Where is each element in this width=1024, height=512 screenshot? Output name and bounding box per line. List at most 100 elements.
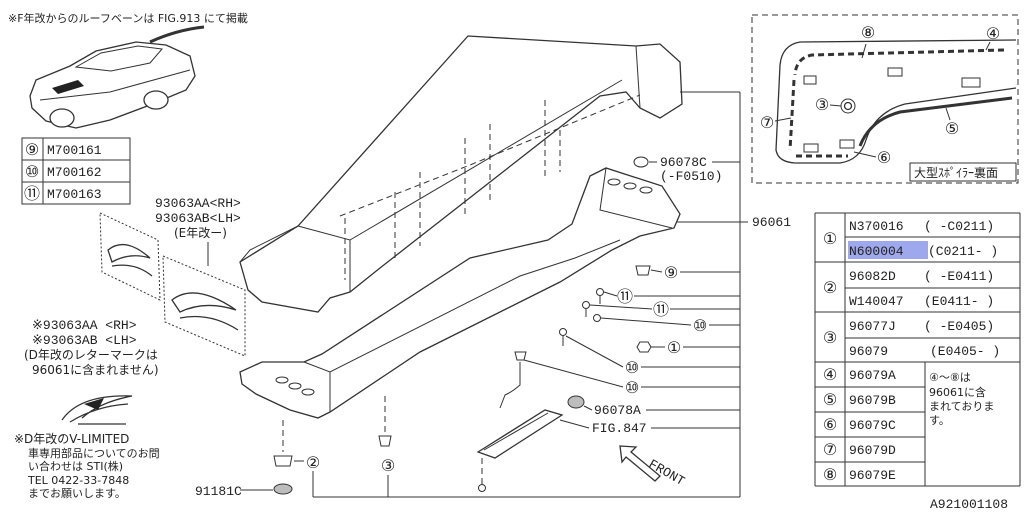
callout-11[interactable]: ⑪ xyxy=(617,287,633,306)
inset-callout-4[interactable]: ④ xyxy=(986,24,1000,43)
table-num: ③ xyxy=(823,328,837,347)
screw-11-shape xyxy=(582,301,590,309)
table-part-range: (E0405- ) xyxy=(930,344,1000,359)
table-part-number-selected[interactable]: N600004 xyxy=(849,244,904,259)
clip-9-shape xyxy=(635,265,651,276)
inset-callout-3[interactable]: ③ xyxy=(815,95,829,114)
fasteners xyxy=(273,265,652,495)
table-part-number[interactable]: 96079B xyxy=(849,393,896,408)
car-rear-wheel xyxy=(143,90,169,110)
legend-part-number[interactable]: M700162 xyxy=(47,165,102,180)
inset-border xyxy=(751,14,1019,184)
part-label-96078a[interactable]: 96078A xyxy=(594,403,641,418)
letter-mark-e-lh[interactable]: 93063AB<LH> xyxy=(155,211,241,226)
table-part-number[interactable]: 96079D xyxy=(849,443,896,458)
leader-fig847 xyxy=(559,419,590,429)
table-part-number[interactable]: 96082D xyxy=(849,269,896,284)
decal-panel-rh xyxy=(99,212,161,301)
inset-title-box xyxy=(909,162,1017,182)
car-front-wheel xyxy=(49,108,75,128)
table-part-number[interactable]: 96079A xyxy=(849,368,896,383)
callout-1[interactable]: ① xyxy=(667,338,681,357)
table-part-range: (C0211- ) xyxy=(928,244,998,259)
part-label-91181c[interactable]: 91181C xyxy=(195,484,242,499)
legend-table: ⑨ M700161 ⑩ M700162 ⑪ M700163 xyxy=(21,137,131,205)
callout-2[interactable]: ② xyxy=(306,453,320,472)
endplate-hole xyxy=(301,388,315,396)
part-range-96078c: (-F0510) xyxy=(660,169,722,184)
table-num: ⑦ xyxy=(823,440,837,459)
grommet-96078c-shape xyxy=(633,156,649,168)
stop-lamp-lens xyxy=(483,412,549,451)
underside-clip xyxy=(803,75,817,85)
letter-mark-d-lh[interactable]: ※93063AB <LH> xyxy=(32,333,137,348)
car-hood-scoop xyxy=(52,80,84,94)
stop-lamp-body xyxy=(476,409,564,459)
parts-table: ① ② ③ ④ ⑤ ⑥ ⑦ ⑧ N370016 ( -C0211) N60000… xyxy=(814,212,1021,487)
clip-10-shape xyxy=(514,351,527,361)
underside-clip xyxy=(887,67,903,77)
table-highlight xyxy=(848,241,928,259)
inset-callout-7[interactable]: ⑦ xyxy=(760,113,774,132)
v-limited-note-line: までお願いします。 xyxy=(28,487,126,500)
table-part-number[interactable]: 96079C xyxy=(849,418,896,433)
front-label: FRONT xyxy=(646,456,687,489)
mounting-guides xyxy=(282,94,641,452)
fig-847-link[interactable]: FIG.847 xyxy=(592,421,647,436)
endplate-hole xyxy=(288,382,302,390)
callout-10[interactable]: ⑩ xyxy=(625,378,639,397)
letter-mark-decals xyxy=(99,212,246,357)
table-note-line: す。 xyxy=(929,414,950,427)
table-num: ⑤ xyxy=(823,390,837,409)
leader-10 xyxy=(565,335,624,368)
endplate-hole xyxy=(607,178,621,186)
callout-9[interactable]: ⑨ xyxy=(664,263,678,282)
v-limited-note-line: 車専用部品についてのお問 xyxy=(28,446,160,460)
table-num: ② xyxy=(823,278,837,297)
letter-mark-e-note: (E年改ー) xyxy=(174,226,227,240)
table-note-line: ④～⑧は xyxy=(929,371,971,384)
letter-mark-d-note: (D年改のレターマークは xyxy=(24,348,158,362)
table-num: ⑥ xyxy=(823,415,837,434)
letter-mark-d-rh[interactable]: ※93063AA <RH> xyxy=(32,318,137,333)
table-num: ⑧ xyxy=(823,465,837,484)
leader-10 xyxy=(600,317,692,326)
part-label-96061[interactable]: 96061 xyxy=(752,215,791,230)
legend-part-number[interactable]: M700163 xyxy=(47,187,102,202)
underside-pad-3-inner xyxy=(843,101,853,111)
decal-logo-lh xyxy=(171,292,239,331)
inset-callout-5[interactable]: ⑤ xyxy=(945,119,959,138)
upper-spoiler-endplate xyxy=(635,45,641,109)
callout-11[interactable]: ⑪ xyxy=(653,300,669,319)
cap-91181c-shape xyxy=(273,483,293,495)
letter-mark-e-rh[interactable]: 93063AA<RH> xyxy=(155,196,241,211)
table-part-number[interactable]: N370016 xyxy=(849,219,904,234)
seal-4 xyxy=(793,48,1005,76)
legend-table-border xyxy=(21,137,131,205)
endplate-hole xyxy=(623,182,637,190)
legend-num: ⑩ xyxy=(25,162,39,181)
table-note-line: まれておりま xyxy=(929,400,994,413)
main-spoiler-edge xyxy=(303,239,621,373)
car-windows xyxy=(74,45,163,72)
leader-11 xyxy=(589,304,653,310)
screw-10-shape xyxy=(559,328,567,336)
main-spoiler-outline[interactable] xyxy=(239,167,681,419)
legend-num: ⑪ xyxy=(24,184,40,203)
table-part-number[interactable]: W140047 xyxy=(849,294,904,309)
underside-clip xyxy=(839,139,855,149)
table-part-number[interactable]: 96079 xyxy=(849,344,888,359)
callout-10[interactable]: ⑩ xyxy=(693,316,707,335)
table-part-number[interactable]: 96079E xyxy=(849,468,896,483)
part-label-96078c[interactable]: 96078C xyxy=(660,155,707,170)
inset-leader-6 xyxy=(853,151,877,158)
upper-spoiler xyxy=(239,35,683,313)
callout-10[interactable]: ⑩ xyxy=(625,358,639,377)
legend-part-number[interactable]: M700161 xyxy=(47,143,102,158)
main-spoiler-96061[interactable] xyxy=(239,167,681,419)
table-part-range: ( -E0405) xyxy=(924,319,994,334)
inset-callout-8[interactable]: ⑧ xyxy=(861,23,875,42)
table-part-number[interactable]: 96077J xyxy=(849,319,896,334)
inset-callout-6[interactable]: ⑥ xyxy=(877,148,891,167)
callout-3[interactable]: ③ xyxy=(381,456,395,475)
